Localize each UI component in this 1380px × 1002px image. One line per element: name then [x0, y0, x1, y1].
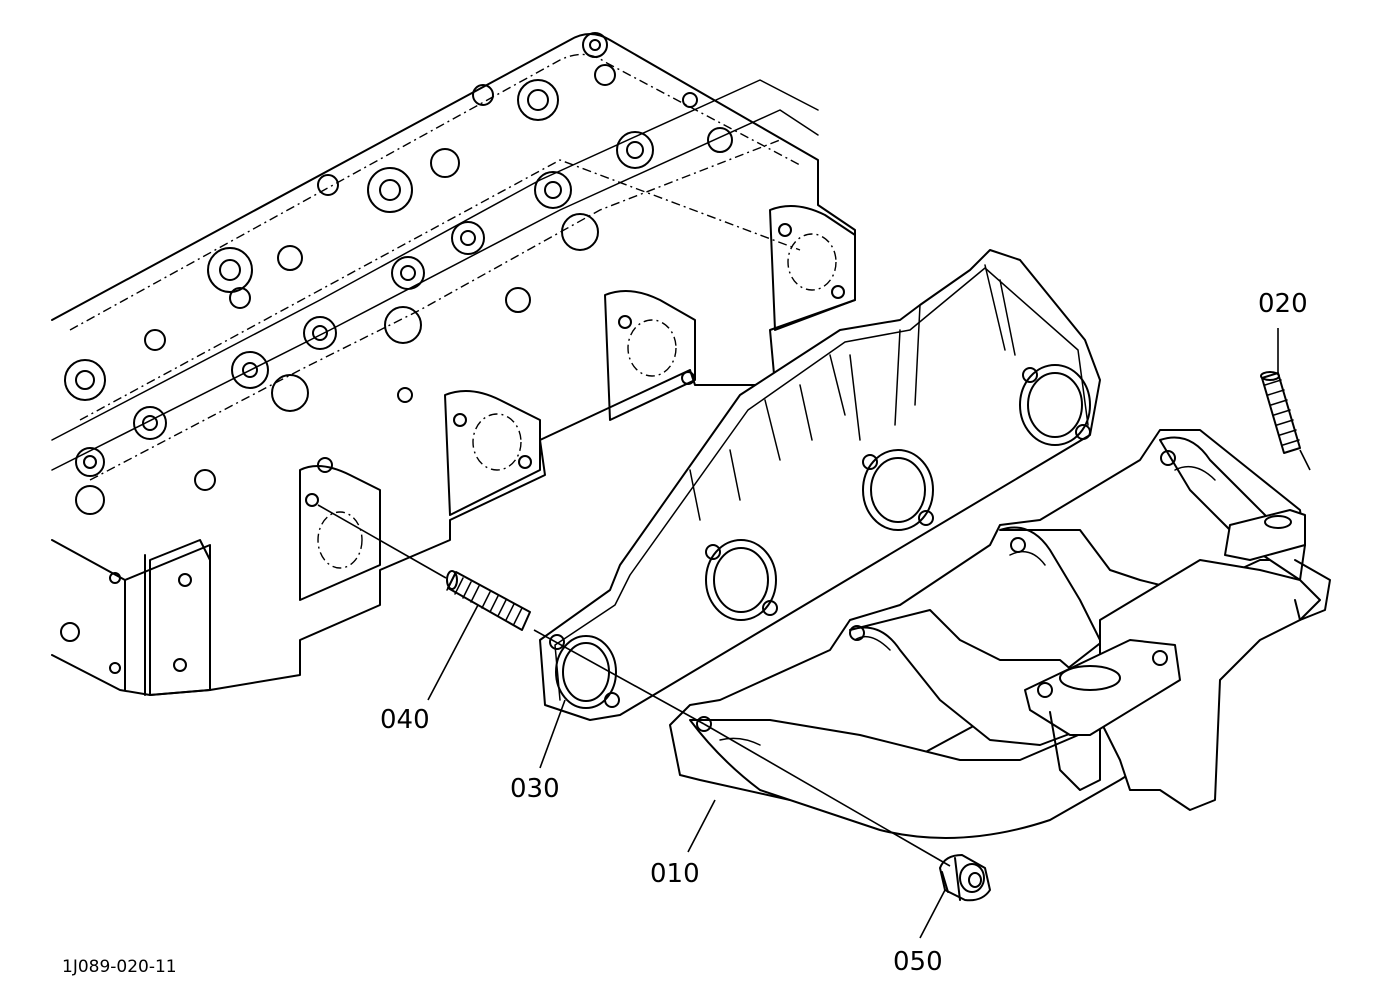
- head-bosses: [64, 32, 733, 515]
- callout-020: 020: [1258, 289, 1308, 319]
- exhaust-manifold-010: [669, 429, 1331, 839]
- gasket-030: [539, 249, 1101, 721]
- callout-040: 040: [380, 705, 430, 735]
- cylinder-head: [51, 32, 856, 696]
- stud-040: [446, 570, 531, 631]
- callout-030: 030: [510, 774, 560, 804]
- callout-050: 050: [893, 947, 943, 977]
- callout-010: 010: [650, 859, 700, 889]
- centerlines: [317, 449, 1311, 867]
- callout-leaders: [427, 328, 1279, 939]
- stud-020: [1260, 371, 1301, 454]
- nut-050: [939, 854, 991, 902]
- drawing-number: 1J089-020-11: [62, 957, 177, 977]
